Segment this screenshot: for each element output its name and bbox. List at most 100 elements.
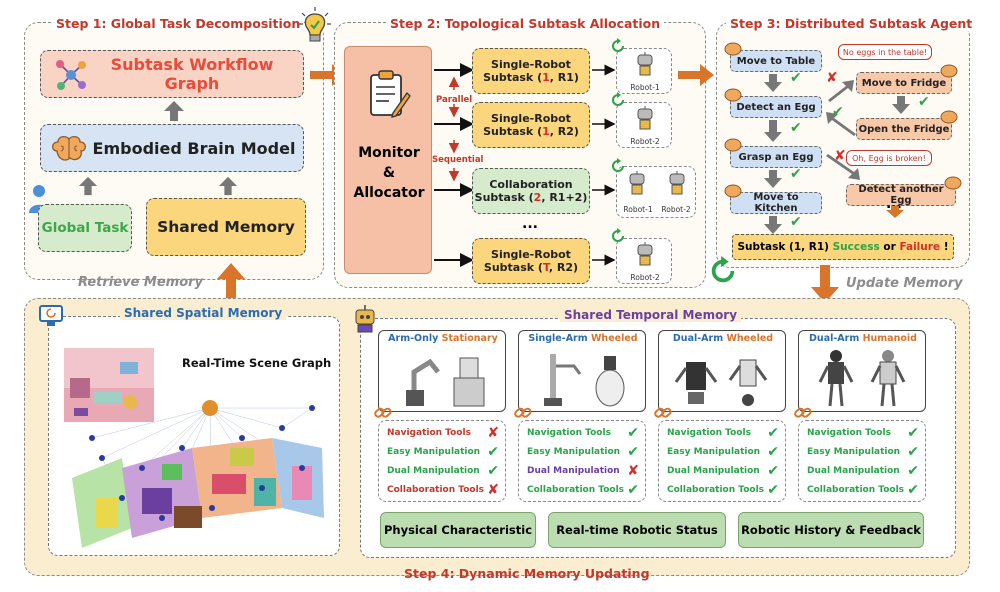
check-icon: ✔: [767, 444, 779, 460]
robot-type-card-1: Arm-Only Stationary: [378, 330, 506, 412]
refresh-icon: [612, 38, 624, 52]
result-success: Success: [832, 241, 880, 253]
tool-row: Navigation Tools✘: [387, 425, 499, 441]
physical-characteristic-box: Physical Characteristic: [380, 512, 536, 548]
tool-name: Navigation Tools: [667, 428, 751, 438]
brain-model-box: Embodied Brain Model: [40, 124, 304, 172]
check-icon: ✔: [790, 120, 802, 136]
monitor-label: Monitor: [358, 145, 420, 161]
subtask-line1: Single-Robot: [491, 112, 571, 125]
cross-icon: ✘: [826, 70, 838, 86]
move-to-kitchen-node: Move to Kitchen: [730, 192, 822, 214]
robot-card-2: Robot-2: [616, 102, 672, 148]
tool-name: Navigation Tools: [807, 428, 891, 438]
subtask-box-3: Collaboration Subtask (2, R1+2): [472, 168, 590, 214]
tool-card-3: Navigation Tools✔Easy Manipulation✔Dual …: [658, 420, 786, 502]
cross-icon: ✘: [834, 148, 846, 164]
subtask-post: , R1+2): [541, 191, 588, 204]
check-icon: ✔: [627, 482, 639, 498]
result-end: !: [940, 241, 949, 253]
tool-name: Collaboration Tools: [527, 485, 625, 495]
subtask-num: T: [542, 261, 549, 274]
robot-label: Robot-1: [630, 83, 660, 92]
check-icon: ✔: [790, 166, 802, 182]
open-fridge-node: Open the Fridge: [856, 118, 952, 140]
tool-name: Navigation Tools: [527, 428, 611, 438]
type-a: Dual-Arm: [672, 333, 727, 344]
brain-icon: [724, 42, 742, 56]
shared-memory-box: Shared Memory: [146, 198, 306, 256]
link-icon: [794, 407, 812, 418]
result-pre: Subtask (1, R1): [737, 241, 833, 253]
subtask-line2: Subtask (1, R1): [483, 71, 579, 84]
tool-row: Easy Manipulation✔: [527, 444, 639, 460]
tool-name: Dual Manipulation: [667, 466, 760, 476]
check-icon: ✔: [767, 425, 779, 441]
robot-type-label: Dual-Arm Wheeled: [659, 333, 787, 344]
allocation-connectors: [434, 63, 474, 267]
wheeled-robot-image: [544, 354, 625, 407]
robotic-status-box: Real-time Robotic Status: [548, 512, 726, 548]
robot-type-label: Arm-Only Stationary: [379, 333, 507, 344]
subtask-line2: Subtask (1, R2): [483, 125, 579, 138]
robot-label: Robot-1: [623, 205, 653, 214]
up-arrow: [164, 101, 184, 121]
result-text: Subtask (1, R1) Success or Failure !: [737, 241, 948, 253]
monitor-refresh-icon: [39, 305, 63, 326]
temporal-memory-title: Shared Temporal Memory: [560, 308, 742, 322]
workflow-graph-label: Subtask Workflow Graph: [110, 55, 274, 93]
subtask-pre: Subtask (: [483, 125, 543, 138]
robot-type-card-2: Single-Arm Wheeled: [518, 330, 646, 412]
cross-icon: ✘: [487, 482, 499, 498]
tool-name: Navigation Tools: [387, 428, 471, 438]
subtask-num: 1: [542, 125, 550, 138]
check-icon: ✔: [627, 425, 639, 441]
type-b: Wheeled: [590, 333, 638, 344]
type-a: Arm-Only: [388, 333, 442, 344]
subtask-post: , R1): [549, 71, 579, 84]
brain-icon: [724, 138, 742, 152]
check-icon: ✔: [907, 463, 919, 479]
tool-row: Collaboration Tools✔: [667, 482, 779, 498]
check-icon: ✔: [627, 444, 639, 460]
type-b: Wheeled: [726, 333, 774, 344]
refresh-icon: [612, 92, 624, 106]
robot-type-label: Dual-Arm Humanoid: [799, 333, 927, 344]
result-failure: Failure: [899, 241, 941, 253]
check-icon: ✔: [907, 444, 919, 460]
clipboard-icon: [370, 70, 411, 118]
step4-title: Step 4: Dynamic Memory Updating: [404, 566, 650, 581]
grasp-egg-node: Grasp an Egg: [730, 146, 822, 168]
subtask-box-4: Single-Robot Subtask (T, R2): [472, 238, 590, 284]
move-to-table-node: Move to Table: [730, 50, 822, 72]
tool-row: Dual Manipulation✘: [527, 463, 639, 479]
tool-card-4: Navigation Tools✔Easy Manipulation✔Dual …: [798, 420, 926, 502]
type-b: Humanoid: [862, 333, 917, 344]
subtask-line1: Collaboration: [489, 178, 573, 191]
tool-row: Dual Manipulation✔: [667, 463, 779, 479]
step3-flow-arrows: [764, 74, 910, 234]
check-icon: ✔: [907, 482, 919, 498]
check-icon: ✔: [918, 94, 930, 110]
brain-icon: [724, 88, 742, 102]
tool-name: Collaboration Tools: [667, 485, 765, 495]
cross-icon: ✘: [627, 463, 639, 479]
tool-name: Collaboration Tools: [807, 485, 905, 495]
tool-row: Easy Manipulation✔: [807, 444, 919, 460]
robotic-history-box: Robotic History & Feedback: [738, 512, 924, 548]
robot-card-3: Robot-1 Robot-2: [616, 166, 696, 218]
brain-icon: [724, 184, 742, 198]
tool-row: Collaboration Tools✔: [807, 482, 919, 498]
robot-arm-image: [406, 357, 485, 407]
robot-icon: [637, 106, 653, 130]
step2-title: Step 2: Topological Subtask Allocation: [386, 16, 665, 31]
subtask-num: 2: [533, 191, 542, 204]
brain-icon: [51, 135, 87, 161]
move-to-fridge-node: Move to Fridge: [856, 72, 952, 94]
check-icon: ✔: [790, 214, 802, 230]
tool-name: Dual Manipulation: [807, 466, 900, 476]
global-task-box: Global Task: [38, 204, 132, 252]
tool-row: Dual Manipulation ✔: [807, 463, 919, 479]
tool-row: Navigation Tools✔: [807, 425, 919, 441]
subtask-pre: Subtask (: [483, 261, 543, 274]
